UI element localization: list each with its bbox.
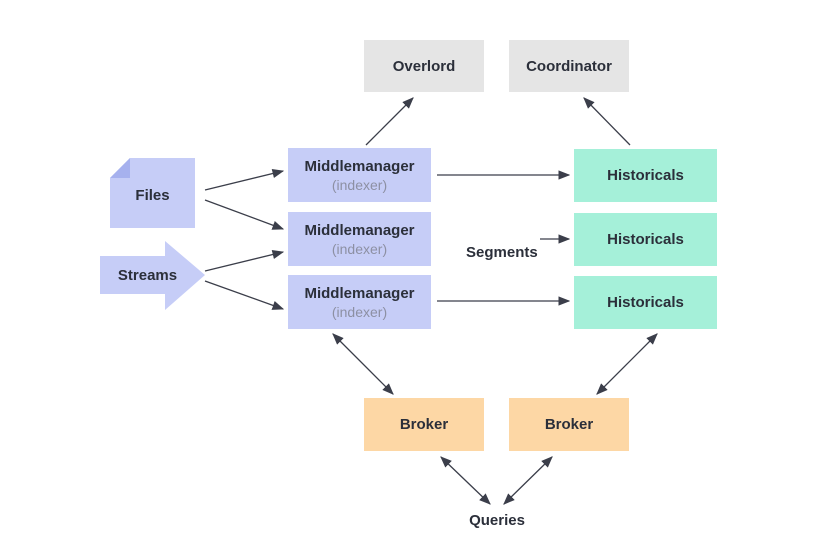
arrow-historical-to-coordinator — [583, 97, 631, 146]
middlemanager-node-3: Middlemanager (indexer) — [288, 275, 431, 329]
broker-node-2: Broker — [509, 398, 629, 451]
arrow-historical3-broker2 — [596, 333, 658, 395]
arrow-mm3-broker1 — [332, 333, 394, 395]
broker-label: Broker — [544, 416, 594, 433]
middlemanager-node-2: Middlemanager (indexer) — [288, 212, 431, 266]
arrow-mm-to-overlord — [365, 97, 414, 146]
historicals-node-3: Historicals — [574, 276, 717, 329]
historicals-node-1: Historicals — [574, 149, 717, 202]
middlemanager-title: Middlemanager — [304, 157, 415, 175]
arrow-files-to-mm2 — [204, 199, 285, 230]
broker-label: Broker — [399, 416, 449, 433]
historicals-node-2: Historicals — [574, 213, 717, 266]
streams-label: Streams — [117, 266, 178, 284]
coordinator-node: Coordinator — [509, 40, 629, 92]
middlemanager-subtitle: (indexer) — [331, 176, 388, 193]
arrow-broker2-queries — [503, 456, 553, 505]
overlord-label: Overlord — [392, 57, 456, 75]
middlemanager-title: Middlemanager — [304, 284, 415, 302]
files-label: Files — [135, 186, 170, 204]
segments-edge-label: Segments — [466, 244, 538, 261]
arrow-broker1-queries — [440, 456, 491, 505]
files-document-shape — [110, 158, 195, 228]
files-folded-corner — [110, 158, 130, 178]
streams-arrow-shape — [100, 241, 205, 310]
arrow-streams-to-mm3 — [204, 280, 285, 310]
middlemanager-subtitle: (indexer) — [331, 240, 388, 257]
historicals-label: Historicals — [607, 231, 684, 248]
historicals-label: Historicals — [607, 167, 684, 184]
middlemanager-subtitle: (indexer) — [331, 303, 388, 320]
arrow-files-to-mm1 — [204, 168, 285, 191]
queries-label: Queries — [469, 511, 525, 529]
arrow-streams-to-mm2 — [204, 249, 285, 272]
middlemanager-title: Middlemanager — [304, 221, 415, 239]
coordinator-label: Coordinator — [526, 57, 612, 75]
historicals-label: Historicals — [607, 294, 684, 311]
middlemanager-node-1: Middlemanager (indexer) — [288, 148, 431, 202]
broker-node-1: Broker — [364, 398, 484, 451]
overlord-node: Overlord — [364, 40, 484, 92]
